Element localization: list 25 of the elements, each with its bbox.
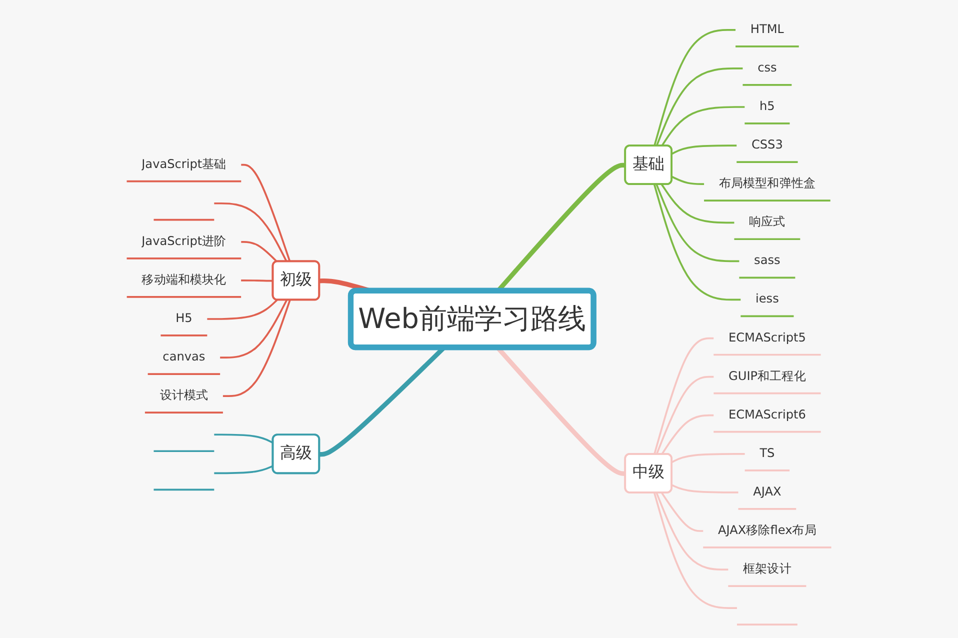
connector	[672, 452, 745, 463]
connector	[661, 106, 745, 147]
connector	[661, 184, 734, 224]
connector	[656, 492, 728, 570]
connector	[241, 240, 278, 262]
connector	[214, 465, 274, 474]
connector	[207, 299, 278, 320]
connector	[661, 492, 704, 532]
connector	[241, 280, 274, 282]
connector	[241, 164, 291, 262]
connector	[672, 144, 737, 155]
connector	[653, 184, 741, 301]
connector	[222, 300, 291, 398]
connector	[672, 176, 704, 186]
connector	[214, 434, 274, 444]
connector	[653, 28, 736, 146]
connector	[653, 492, 737, 610]
connector	[656, 184, 740, 262]
connector	[214, 202, 288, 262]
connector	[661, 414, 714, 455]
connector	[672, 484, 738, 494]
connector	[656, 68, 743, 146]
connector	[656, 376, 714, 455]
connector	[220, 300, 288, 358]
connector	[653, 337, 714, 455]
